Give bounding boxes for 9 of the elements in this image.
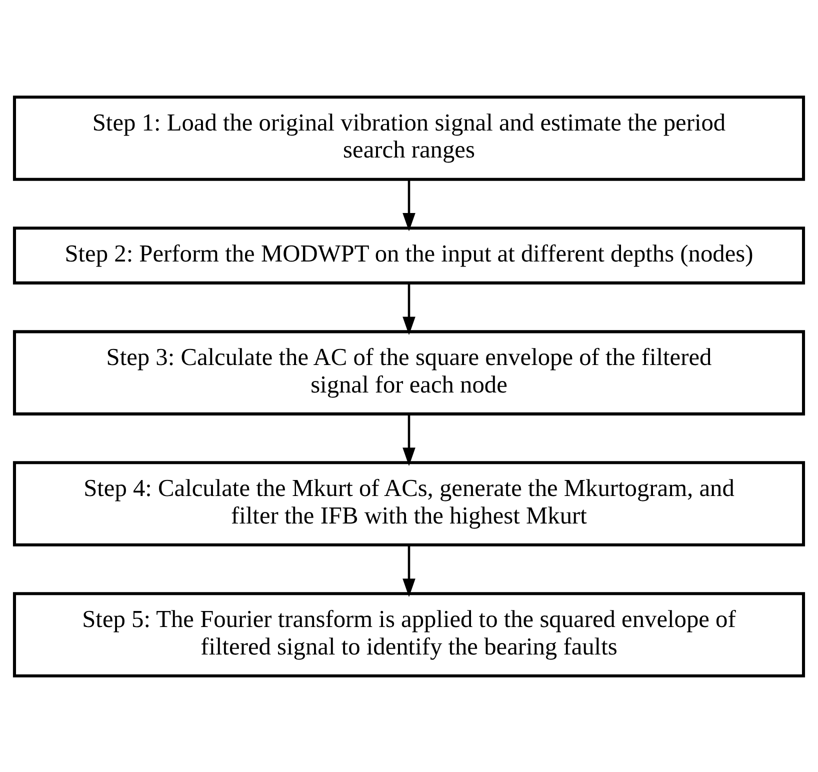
arrow [402,179,416,231]
arrow [402,414,416,466]
arrow [402,282,416,334]
node-box: Step 5: The Fourier transform is applied to the squared envelope of filtered signal to identify the bearing faults [12,592,806,677]
node-box: Step 3: Calculate the AC of the square envelope of the filtered signal for each node [12,330,806,415]
node-box: Step 2: Perform the MODWPT on the input at different depths (nodes) [12,226,806,284]
node-box: Step 1: Load the original vibration signal and estimate the period search ranges [12,95,806,180]
arrow [402,544,416,596]
node-box: Step 4: Calculate the Mkurt of ACs, generate the Mkurtogram, and filter the IFB with the highest Mkurt [12,460,806,546]
